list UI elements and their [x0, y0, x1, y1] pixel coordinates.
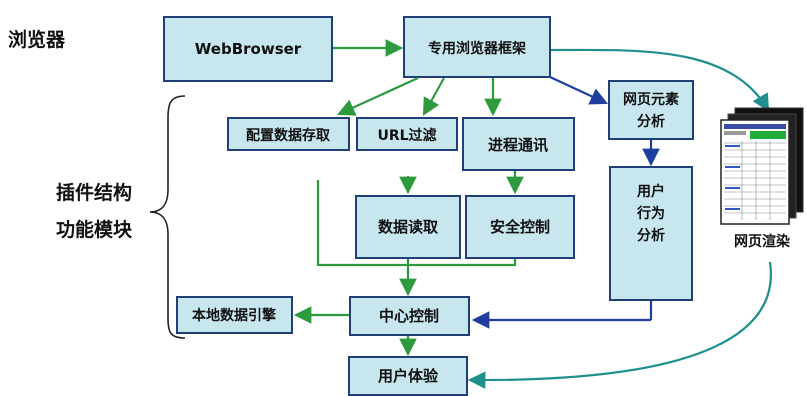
- local-engine-text: 本地数据引擎: [192, 307, 276, 324]
- user-experience-box: 用户体验: [348, 356, 468, 396]
- behavior-analysis-text-1: 用户: [637, 183, 665, 200]
- curve-framework-to-render: [550, 48, 770, 112]
- center-control-text: 中心控制: [379, 307, 439, 325]
- element-analysis-text-2: 分析: [637, 113, 665, 130]
- framework-box: 专用浏览器框架: [403, 16, 551, 78]
- framework-text: 专用浏览器框架: [428, 40, 526, 57]
- center-control-box: 中心控制: [349, 296, 470, 336]
- config-text: 配置数据存取: [246, 127, 331, 144]
- security-text: 安全控制: [490, 218, 550, 236]
- data-read-box: 数据读取: [355, 195, 461, 259]
- ipc-box: 进程通讯: [462, 117, 575, 171]
- user-experience-text: 用户体验: [378, 367, 439, 385]
- web-render-label: 网页渲染: [734, 233, 791, 250]
- local-engine-box: 本地数据引擎: [176, 296, 293, 334]
- function-module-label: 功能模块: [56, 218, 133, 241]
- data-read-text: 数据读取: [378, 218, 439, 236]
- behavior-analysis-text-3: 分析: [637, 227, 665, 244]
- curly-brace: [149, 95, 186, 339]
- webbrowser-text: WebBrowser: [195, 40, 302, 58]
- curve-render-to-user-experience: [467, 261, 772, 389]
- arrow-framework-to-config: [336, 76, 419, 116]
- line-config-to-center: [316, 180, 408, 267]
- plugin-structure-label: 插件结构: [56, 181, 132, 204]
- webbrowser-box: WebBrowser: [163, 16, 333, 82]
- element-analysis-text-1: 网页元素: [623, 91, 679, 108]
- element-analysis-box: 网页元素 分析: [608, 80, 694, 140]
- arrow-framework-to-element-analysis: [549, 76, 608, 105]
- security-box: 安全控制: [465, 195, 575, 259]
- behavior-analysis-box: 用户 行为 分析: [609, 166, 693, 301]
- line-security-to-center: [408, 259, 517, 267]
- config-box: 配置数据存取: [227, 117, 350, 151]
- ipc-text: 进程通讯: [488, 136, 548, 154]
- web-page-render-icon: [720, 107, 804, 225]
- url-filter-box: URL过滤: [356, 117, 458, 151]
- url-filter-text: URL过滤: [377, 127, 436, 144]
- browser-label: 浏览器: [8, 28, 66, 51]
- behavior-analysis-text-2: 行为: [636, 205, 665, 222]
- arrow-framework-to-url: [422, 77, 445, 116]
